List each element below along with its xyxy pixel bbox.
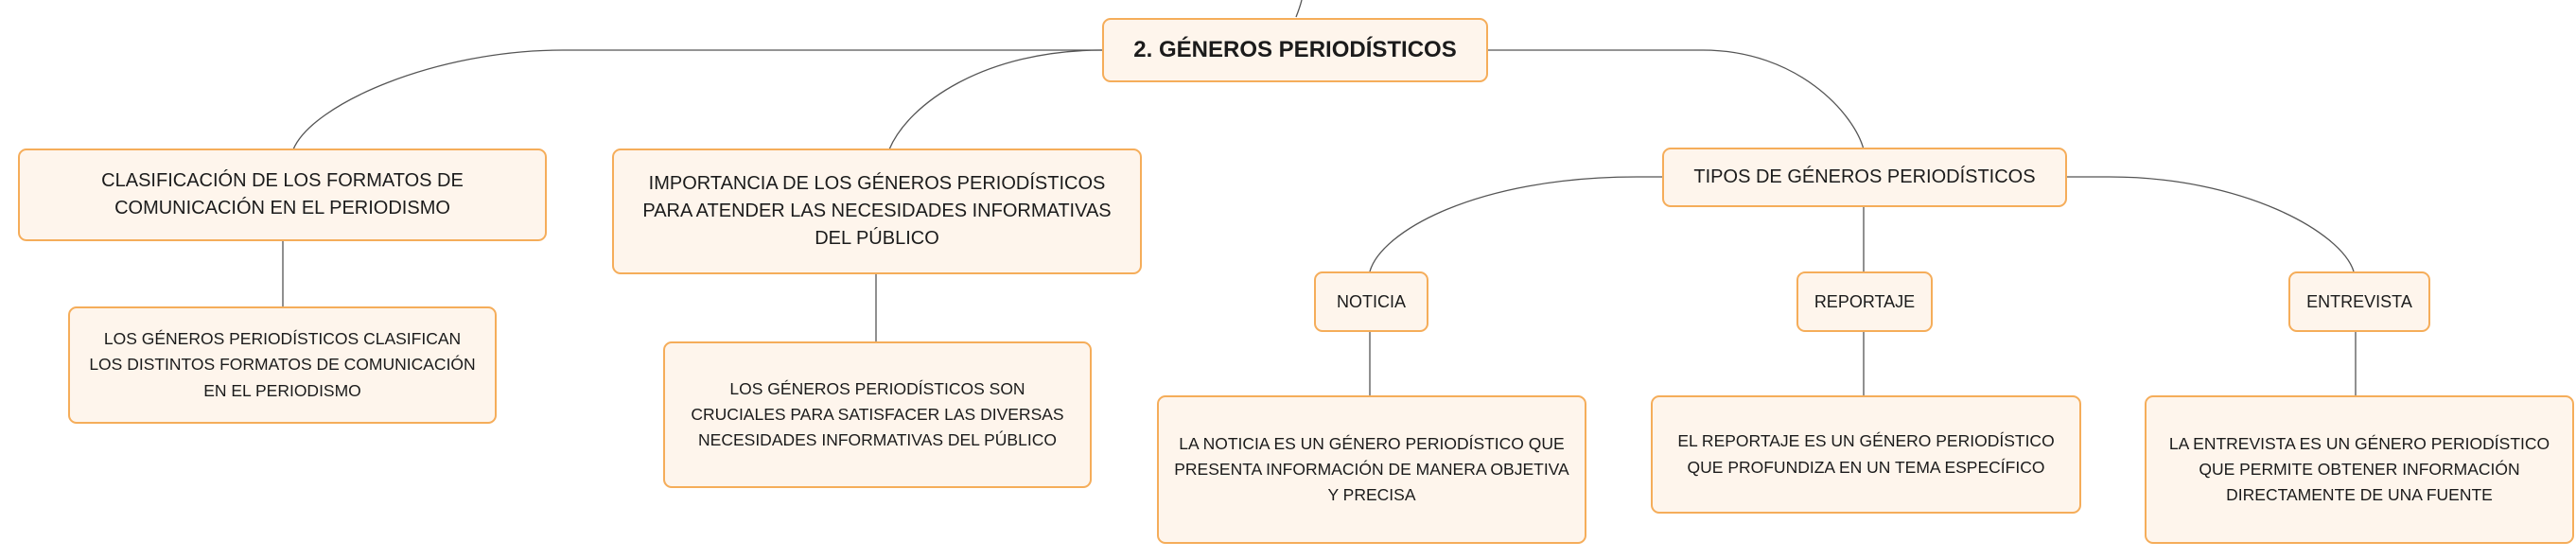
- connector-root-incoming: [1295, 0, 1303, 18]
- node-classification-detail-text: LOS GÉNEROS PERIODÍSTICOS CLASIFICAN LOS…: [89, 329, 476, 400]
- connector-root-to-classification: [292, 49, 1102, 150]
- node-classification-label: CLASIFICACIÓN DE LOS FORMATOS DE COMUNIC…: [101, 170, 464, 218]
- connector-types-to-entrevista: [2067, 176, 2355, 272]
- node-reportaje-label: REPORTAJE: [1814, 291, 1916, 311]
- node-importance-detail[interactable]: LOS GÉNEROS PERIODÍSTICOS SON CRUCIALES …: [663, 341, 1092, 488]
- node-entrevista[interactable]: ENTREVISTA: [2288, 271, 2430, 332]
- node-reportaje[interactable]: REPORTAJE: [1796, 271, 1933, 332]
- node-classification-detail[interactable]: LOS GÉNEROS PERIODÍSTICOS CLASIFICAN LOS…: [68, 306, 497, 424]
- root-node[interactable]: 2. GÉNEROS PERIODÍSTICOS: [1102, 18, 1488, 82]
- node-noticia[interactable]: NOTICIA: [1314, 271, 1428, 332]
- node-reportaje-detail[interactable]: EL REPORTAJE ES UN GÉNERO PERIODÍSTICO Q…: [1651, 395, 2081, 514]
- node-importance-detail-text: LOS GÉNEROS PERIODÍSTICOS SON CRUCIALES …: [691, 378, 1064, 450]
- connector-root-to-importance: [888, 49, 1103, 150]
- node-entrevista-detail-text: LA ENTREVISTA ES UN GÉNERO PERIODÍSTICO …: [2168, 433, 2550, 505]
- connector-root-to-types: [1487, 49, 1865, 150]
- node-noticia-detail-text: LA NOTICIA ES UN GÉNERO PERIODÍSTICO QUE…: [1174, 433, 1569, 505]
- connector-types-to-noticia: [1369, 176, 1662, 272]
- root-node-label: 2. GÉNEROS PERIODÍSTICOS: [1133, 36, 1457, 62]
- node-importance-label: IMPORTANCIA DE LOS GÉNEROS PERIODÍSTICOS…: [642, 173, 1112, 249]
- node-types[interactable]: TIPOS DE GÉNEROS PERIODÍSTICOS: [1662, 148, 2067, 207]
- node-classification[interactable]: CLASIFICACIÓN DE LOS FORMATOS DE COMUNIC…: [18, 148, 547, 241]
- node-importance[interactable]: IMPORTANCIA DE LOS GÉNEROS PERIODÍSTICOS…: [612, 148, 1142, 274]
- node-noticia-label: NOTICIA: [1336, 291, 1406, 311]
- node-entrevista-detail[interactable]: LA ENTREVISTA ES UN GÉNERO PERIODÍSTICO …: [2145, 395, 2574, 544]
- node-types-label: TIPOS DE GÉNEROS PERIODÍSTICOS: [1693, 166, 2036, 187]
- node-noticia-detail[interactable]: LA NOTICIA ES UN GÉNERO PERIODÍSTICO QUE…: [1157, 395, 1586, 544]
- node-entrevista-label: ENTREVISTA: [2306, 291, 2412, 311]
- node-reportaje-detail-text: EL REPORTAJE ES UN GÉNERO PERIODÍSTICO Q…: [1677, 431, 2055, 477]
